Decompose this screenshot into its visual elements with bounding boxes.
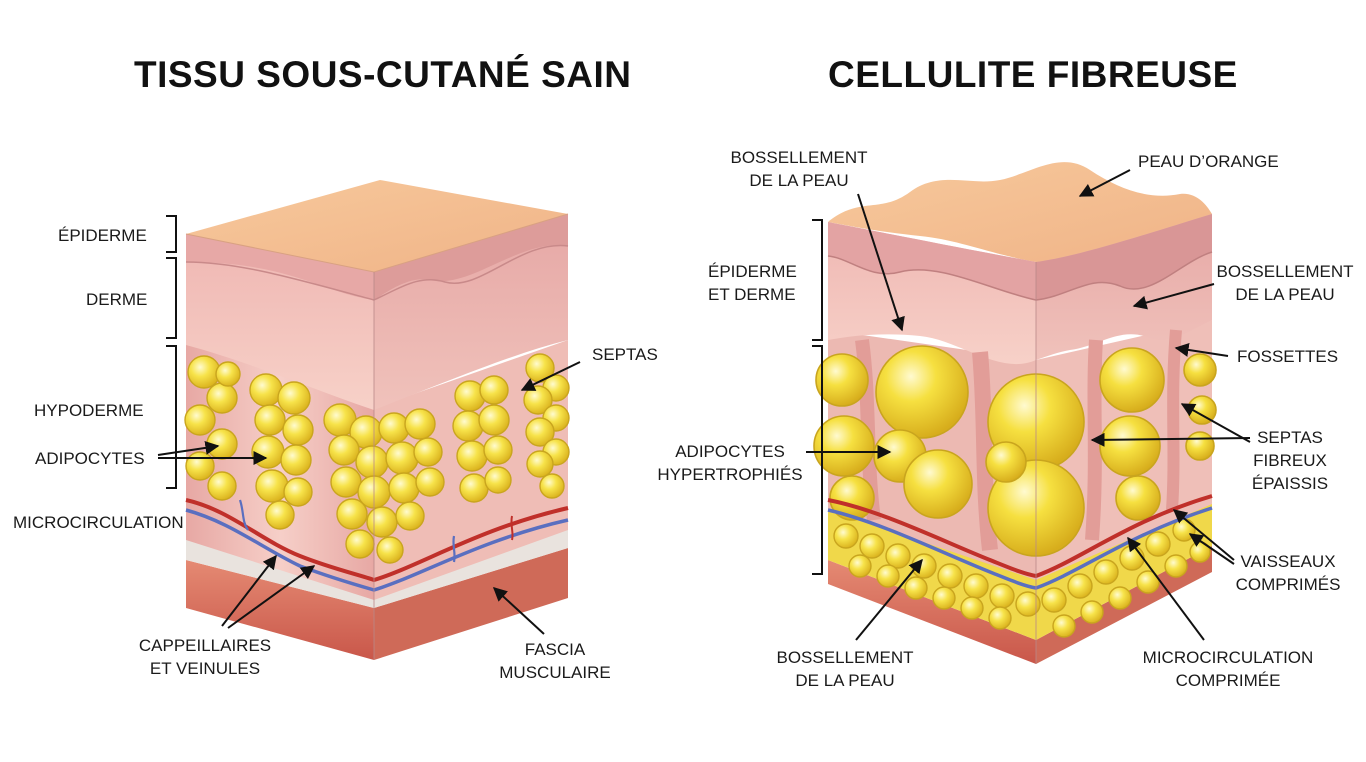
- label-capillaires-line1: CAPPEILLAIRES: [138, 636, 272, 655]
- healthy-vein: [185, 508, 569, 592]
- label-derme: DERME: [86, 290, 148, 309]
- label-microcirculation: MICROCIRCULATION: [13, 513, 184, 532]
- label-bossellement-right-line2: DE LA PEAU: [1235, 285, 1335, 304]
- cellulite-lower-cells: [833, 518, 1211, 638]
- cellulite-brackets: [812, 219, 823, 575]
- label-epiderme: ÉPIDERME: [58, 226, 147, 245]
- label-septas-fibreux: SEPTAS FIBREUX ÉPAISSIS: [1240, 426, 1340, 495]
- healthy-skin-surface: [186, 180, 568, 272]
- label-microcirc-comp-line1: MICROCIRCULATION: [1142, 648, 1314, 667]
- label-bossellement-top-line1: BOSSELLEMENT: [730, 148, 868, 167]
- healthy-fascia-front: [186, 560, 374, 660]
- label-adipocytes-hypertrophies: ADIPOCYTES HYPERTROPHIÉS: [650, 440, 810, 486]
- label-bossellement-top: BOSSELLEMENT DE LA PEAU: [724, 146, 874, 192]
- healthy-brackets: [166, 215, 177, 489]
- healthy-adipocytes: [184, 353, 570, 564]
- cellulite-skin-surface: [828, 162, 1212, 264]
- label-septas-fibreux-line2: FIBREUX: [1253, 451, 1327, 470]
- cellulite-muscle-front: [828, 560, 1036, 664]
- label-microcirc-comp-line2: COMPRIMÉE: [1175, 671, 1281, 690]
- healthy-artery: [185, 498, 569, 583]
- healthy-arrows: [157, 361, 581, 635]
- healthy-epidermis-side: [374, 214, 568, 300]
- label-bossellement-bottom: BOSSELLEMENT DE LA PEAU: [770, 646, 920, 692]
- label-vaisseaux: VAISSEAUX COMPRIMÉS: [1228, 550, 1348, 596]
- label-fascia-line1: FASCIA: [524, 640, 586, 659]
- healthy-tissue-block: [184, 180, 570, 660]
- label-adipocytes-hyp-line2: HYPERTROPHIÉS: [657, 465, 803, 484]
- label-fascia: FASCIA MUSCULAIRE: [490, 638, 620, 684]
- healthy-title: TISSU SOUS-CUTANÉ SAIN: [134, 54, 632, 95]
- cellulite-vein: [827, 506, 1213, 590]
- label-bossellement-bottom-line1: BOSSELLEMENT: [776, 648, 914, 667]
- label-septas-fibreux-line1: SEPTAS: [1257, 428, 1323, 447]
- label-epiderme-derme-line2: ET DERME: [708, 285, 796, 304]
- label-adipocytes-hyp-line1: ADIPOCYTES: [675, 442, 785, 461]
- healthy-fascia-side: [374, 548, 568, 660]
- label-bossellement-top-line2: DE LA PEAU: [749, 171, 849, 190]
- label-septas-fibreux-line3: ÉPAISSIS: [1251, 474, 1329, 493]
- label-epiderme-derme-line1: ÉPIDERME: [708, 262, 797, 281]
- label-fascia-line2: MUSCULAIRE: [499, 663, 611, 682]
- label-capillaires-line2: ET VEINULES: [149, 659, 261, 678]
- label-hypoderme: HYPODERME: [34, 401, 144, 420]
- label-adipocytes: ADIPOCYTES: [35, 449, 145, 468]
- label-bossellement-right-line1: BOSSELLEMENT: [1216, 262, 1354, 281]
- cellulite-tissue-block: [813, 162, 1217, 664]
- healthy-epidermis-front: [186, 234, 374, 300]
- label-peau-orange: PEAU D’ORANGE: [1138, 152, 1279, 171]
- label-microcirculation-comprimee: MICROCIRCULATION COMPRIMÉE: [1128, 646, 1328, 692]
- label-vaisseaux-line2: COMPRIMÉS: [1235, 575, 1341, 594]
- cellulite-arrows: [806, 169, 1251, 641]
- label-vaisseaux-line1: VAISSEAUX: [1240, 552, 1336, 571]
- label-bossellement-right: BOSSELLEMENT DE LA PEAU: [1210, 260, 1360, 306]
- label-capillaires: CAPPEILLAIRES ET VEINULES: [130, 634, 280, 680]
- label-fossettes: FOSSETTES: [1237, 347, 1339, 366]
- label-septas: SEPTAS: [592, 345, 658, 364]
- label-bossellement-bottom-line2: DE LA PEAU: [795, 671, 895, 690]
- label-epiderme-derme: ÉPIDERME ET DERME: [708, 260, 797, 306]
- cellulite-title: CELLULITE FIBREUSE: [828, 54, 1238, 95]
- cellulite-artery: [827, 494, 1213, 579]
